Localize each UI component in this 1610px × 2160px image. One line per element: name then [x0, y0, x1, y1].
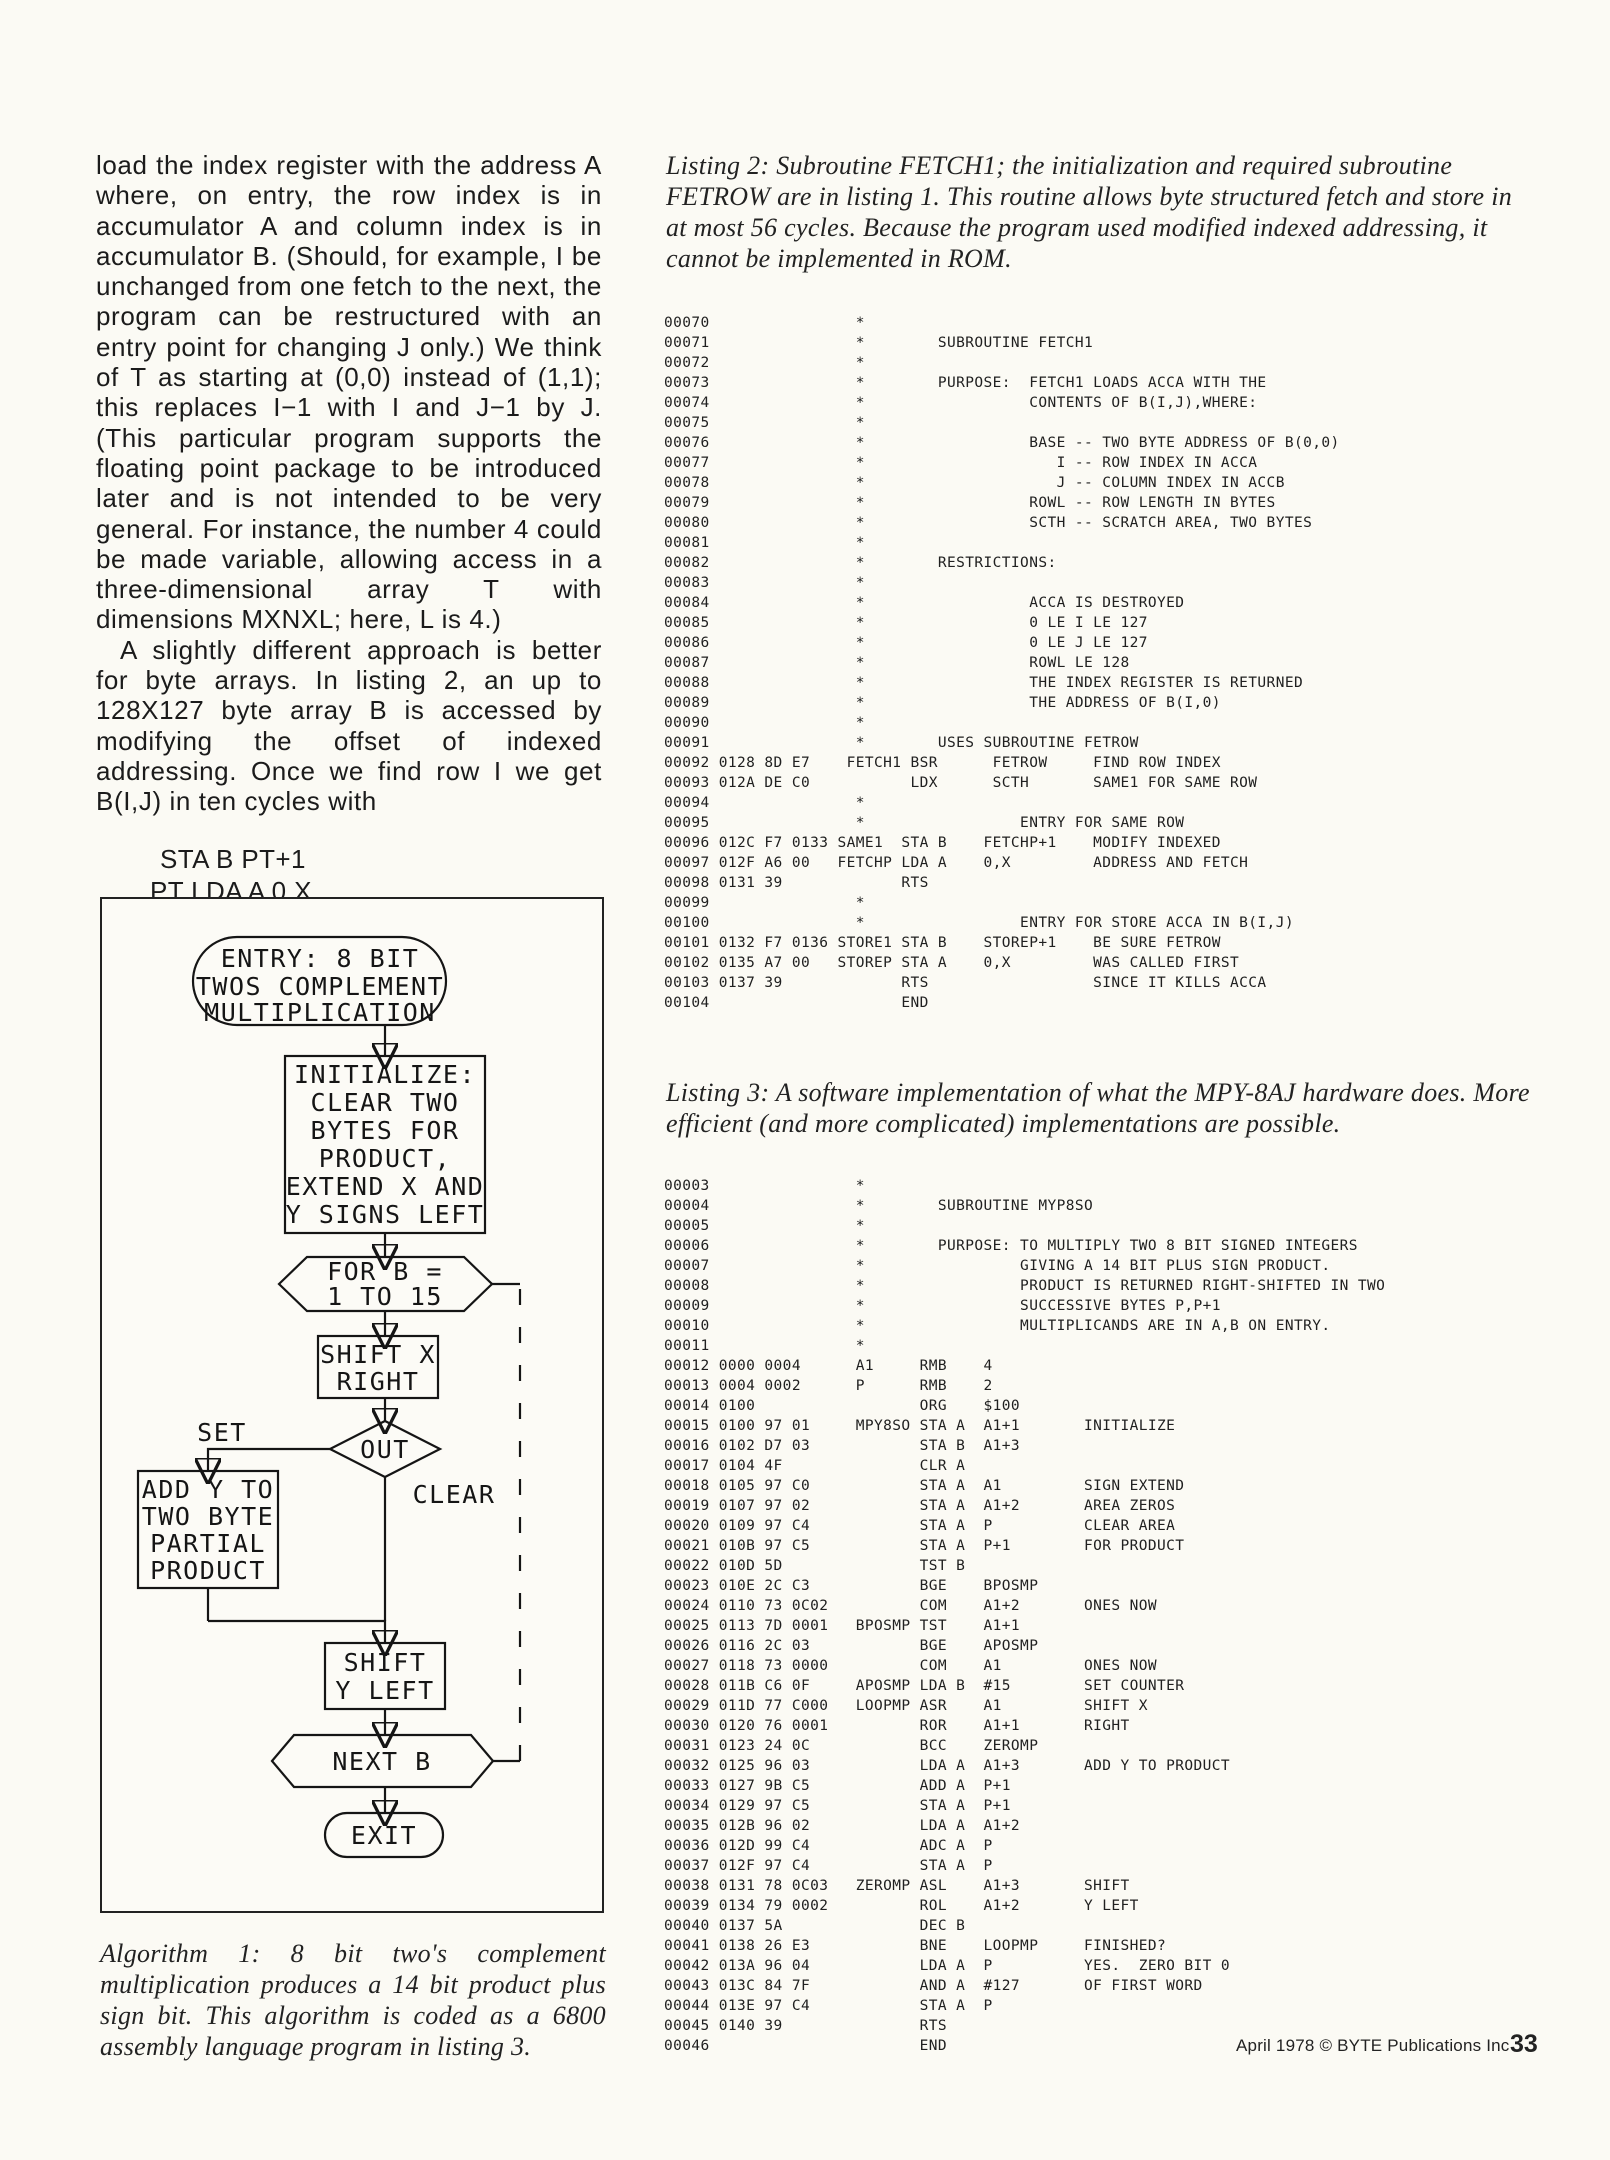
- init-line-4: PRODUCT,: [319, 1144, 451, 1173]
- init-line-2: CLEAR TWO: [311, 1088, 460, 1117]
- exit-label: EXIT: [351, 1821, 417, 1850]
- shift-x-line-2: RIGHT: [337, 1367, 420, 1396]
- algorithm-caption: Algorithm 1: 8 bit two's complement mult…: [100, 1939, 606, 2061]
- init-line-3: BYTES FOR: [311, 1116, 460, 1145]
- footer-publication: April 1978 © BYTE Publications Inc: [1236, 2036, 1510, 2055]
- decision-label: OUT: [360, 1435, 410, 1464]
- add-line-1: ADD Y TO: [142, 1475, 274, 1504]
- entry-line-3: MULTIPLICATION: [204, 998, 436, 1027]
- loop-line-2: 1 TO 15: [327, 1282, 443, 1311]
- shift-x-line-1: SHIFT X: [320, 1340, 436, 1369]
- inline-code-block: STA B PT+1 PT LDA A 0,X: [150, 843, 602, 907]
- set-label: SET: [197, 1418, 247, 1447]
- init-line-5: EXTEND X AND: [286, 1172, 485, 1201]
- body-paragraph-2: A slightly different approach is better …: [96, 634, 602, 817]
- shift-y-line-1: SHIFT: [344, 1648, 427, 1677]
- exit-terminator: [323, 1811, 445, 1859]
- add-line-3: PARTIAL: [150, 1529, 266, 1558]
- listing2-code: 00070 * 00071 * SUBROUTINE FETCH1 00072 …: [664, 315, 1340, 1011]
- page-number: 33: [1510, 2030, 1538, 2058]
- add-line-4: PRODUCT: [150, 1556, 266, 1585]
- init-line-1: INITIALIZE:: [294, 1060, 476, 1089]
- flowchart-diagram: ENTRY: 8 BIT TWOS COMPLEMENT MULTIPLICAT…: [136, 935, 522, 1859]
- init-line-6: Y SIGNS LEFT: [286, 1200, 485, 1229]
- body-paragraph-1: load the index register with the address…: [96, 150, 602, 635]
- add-line-2: TWO BYTE: [142, 1502, 274, 1531]
- listing2-caption: Listing 2: Subroutine FETCH1; the initia…: [666, 151, 1513, 273]
- entry-line-2: TWOS COMPLEMENT: [196, 972, 444, 1001]
- shift-y-line-2: Y LEFT: [335, 1676, 434, 1705]
- clear-label: CLEAR: [413, 1480, 496, 1509]
- shift-x-box: [316, 1334, 440, 1400]
- loop-line-1: FOR B =: [327, 1257, 443, 1286]
- listing3-code: 00003 * 00004 * SUBROUTINE MYP8SO 00005 …: [664, 1178, 1386, 2054]
- next-label: NEXT B: [332, 1747, 431, 1776]
- algorithm-flowchart: ENTRY: 8 BIT TWOS COMPLEMENT MULTIPLICAT…: [100, 897, 604, 1913]
- inline-code-line-1: STA B PT+1: [160, 843, 306, 874]
- entry-terminator: [191, 935, 448, 1027]
- entry-line-1: ENTRY: 8 BIT: [221, 944, 420, 973]
- body-text-column: load the index register with the address…: [96, 150, 602, 907]
- listing3-caption: Listing 3: A software implementation of …: [666, 1078, 1530, 1138]
